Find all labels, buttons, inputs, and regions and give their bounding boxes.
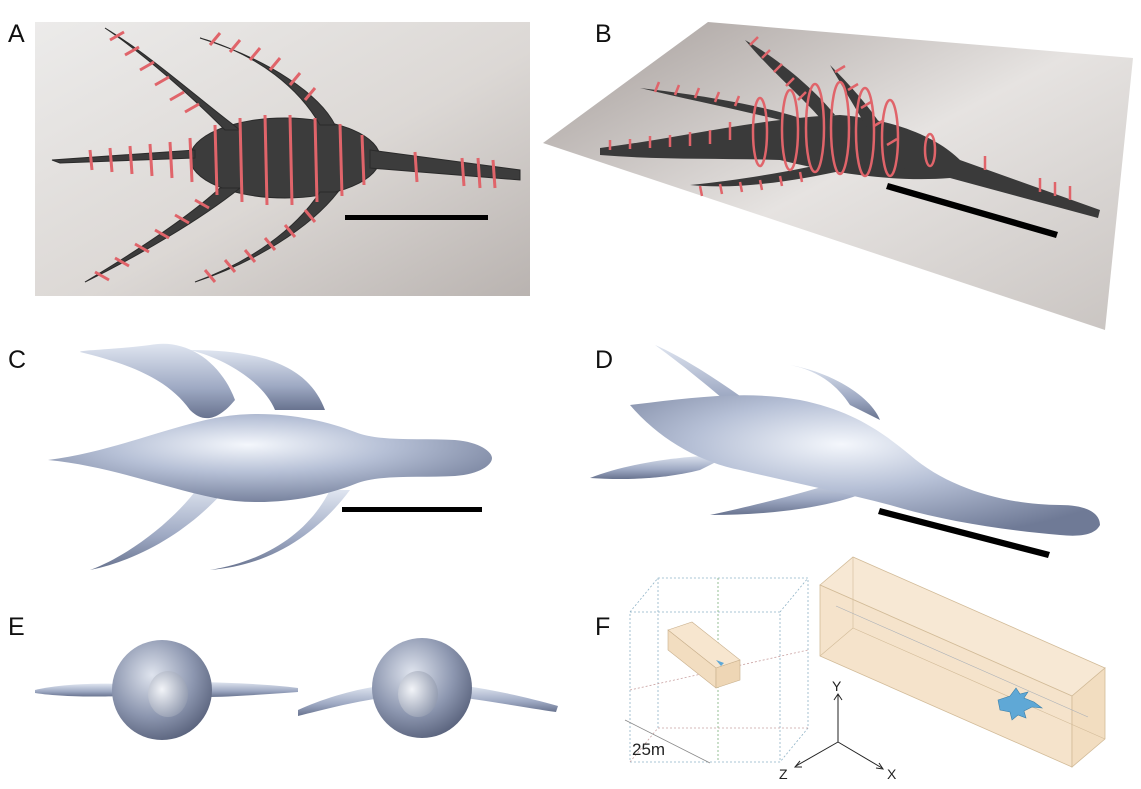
axis-triad xyxy=(793,693,885,770)
z-axis-head xyxy=(793,760,802,768)
fossil-skeleton-perspective xyxy=(600,40,1100,218)
z-axis-label: Z xyxy=(779,766,788,782)
scale-bar-a xyxy=(345,215,488,220)
flipper-front-left-c xyxy=(80,343,235,419)
panel-b-fossil-perspective xyxy=(543,22,1133,330)
dimension-line xyxy=(624,719,711,764)
panel-label-f: F xyxy=(595,613,611,641)
zoomed-domain-box xyxy=(819,556,1106,768)
flipper-left-e1 xyxy=(35,683,120,697)
inner-refined-box xyxy=(667,621,741,689)
x-axis-label: X xyxy=(887,766,897,782)
scale-bar-b xyxy=(886,183,1058,238)
flipper-right-e1 xyxy=(205,682,298,697)
scale-bar-d xyxy=(878,508,1050,558)
flipper-back-left-d xyxy=(590,455,730,480)
front-view-left xyxy=(35,640,298,740)
head-cone-e2 xyxy=(398,671,438,717)
panel-d-model-perspective xyxy=(590,345,1100,558)
specimen-in-domain xyxy=(997,687,1044,721)
panel-label-e: E xyxy=(8,613,25,641)
panel-label-c: C xyxy=(8,346,27,374)
head-cone-e1 xyxy=(148,671,188,717)
scale-bar-c xyxy=(342,507,482,512)
body-c xyxy=(48,413,492,503)
z-axis-arrow xyxy=(795,741,839,767)
body-d xyxy=(630,395,1100,536)
flipper-back-left-c xyxy=(190,350,325,410)
panel-label-d: D xyxy=(595,346,614,374)
slice-rings xyxy=(88,30,497,283)
domain-scale-label: 25m xyxy=(632,740,665,759)
flipper-left-e2 xyxy=(298,686,382,716)
x-axis-arrow xyxy=(837,741,883,769)
slice-rings-perspective xyxy=(608,36,1072,200)
panel-label-b: B xyxy=(595,20,612,48)
flipper-top-right-d xyxy=(790,365,880,420)
panel-c-model-top xyxy=(48,343,492,570)
y-axis-head xyxy=(833,693,843,701)
x-axis-head xyxy=(875,762,885,770)
flipper-front-right-c xyxy=(90,485,225,570)
panel-e-front-views xyxy=(35,638,558,740)
outer-domain-cube xyxy=(629,577,809,763)
flipper-right-e2 xyxy=(465,686,558,712)
panel-a-fossil-photo xyxy=(35,22,530,296)
fossil-slab-perspective xyxy=(543,22,1133,330)
front-view-right xyxy=(298,638,558,738)
flipper-back-right-c xyxy=(210,490,350,570)
y-axis-label: Y xyxy=(832,678,842,694)
panel-f-domain: 25m Y X Z xyxy=(624,556,1106,782)
panel-label-a: A xyxy=(8,20,25,48)
